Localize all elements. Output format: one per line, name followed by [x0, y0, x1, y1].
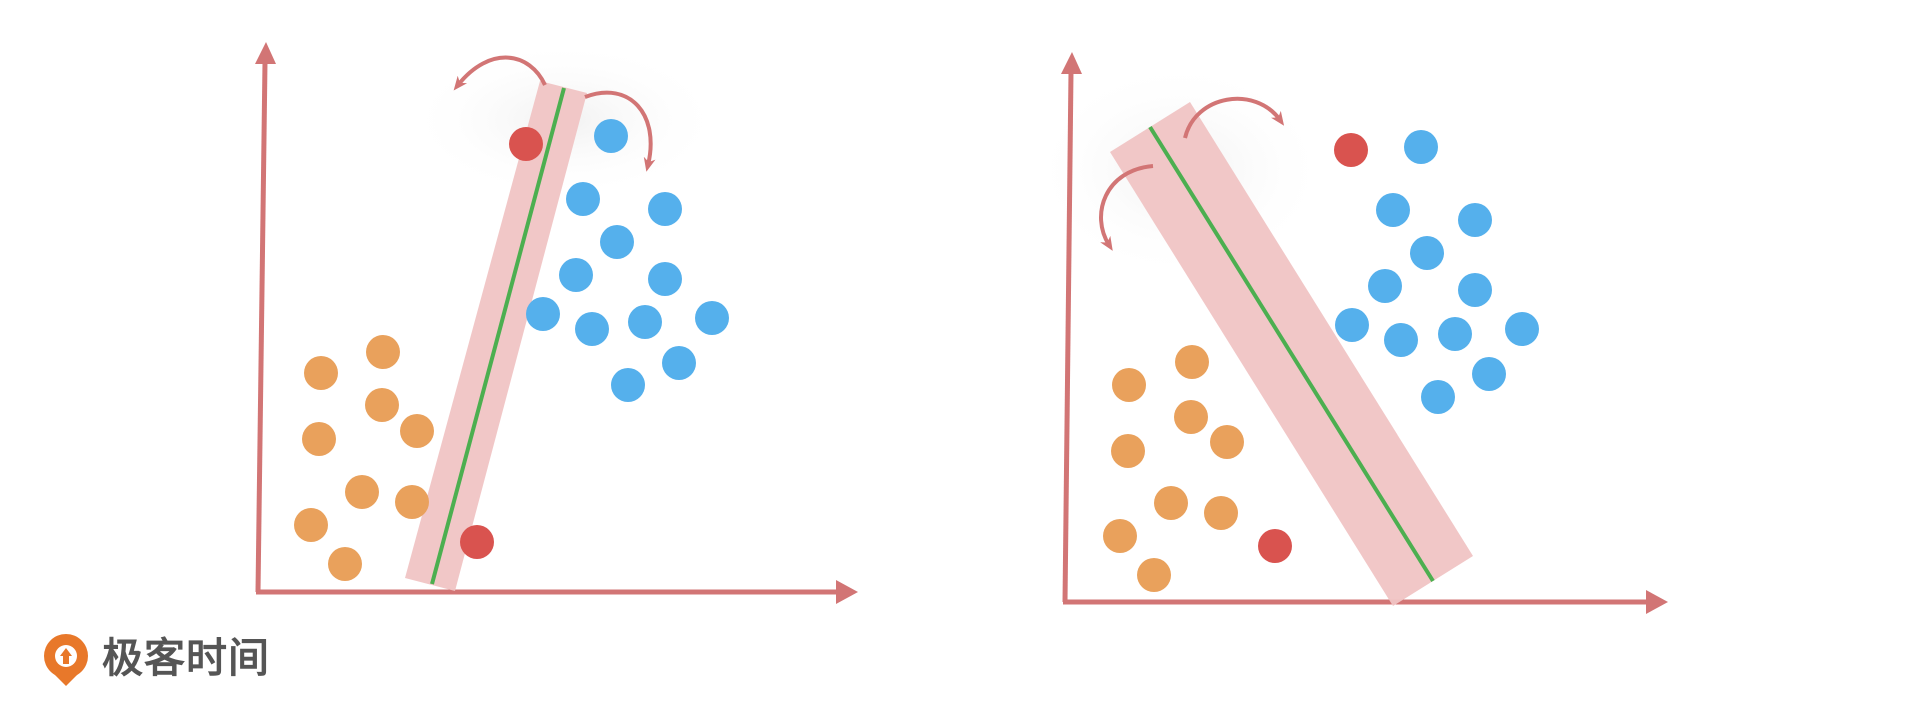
orange-class-points — [294, 335, 434, 581]
orange-point — [1112, 368, 1146, 402]
blue-point — [662, 346, 696, 380]
orange-point — [345, 475, 379, 509]
red-point — [1258, 529, 1292, 563]
blue-point — [1368, 269, 1402, 303]
red-point — [509, 127, 543, 161]
blue-point — [1421, 380, 1455, 414]
blue-point — [566, 182, 600, 216]
red-point — [1334, 133, 1368, 167]
orange-point — [1210, 425, 1244, 459]
blue-point — [575, 312, 609, 346]
rotate-cw-arrow — [1183, 96, 1285, 139]
orange-point — [1111, 434, 1145, 468]
blue-point — [1458, 203, 1492, 237]
blue-point — [526, 297, 560, 331]
blue-point — [1376, 193, 1410, 227]
red-points — [460, 127, 543, 559]
red-points — [1258, 133, 1368, 563]
rotate-ccw-arrow — [1099, 164, 1154, 251]
blue-point — [1404, 130, 1438, 164]
orange-point — [328, 547, 362, 581]
blue-point — [648, 192, 682, 226]
blue-point — [1384, 323, 1418, 357]
logo-text: 极客时间 — [102, 634, 270, 682]
blue-point — [1335, 308, 1369, 342]
rotate-ccw-arrow — [453, 55, 547, 91]
orange-point — [1175, 345, 1209, 379]
orange-point — [304, 356, 338, 390]
orange-point — [294, 508, 328, 542]
y-axis-arrowhead — [255, 42, 276, 64]
orange-class-points — [1103, 345, 1244, 592]
orange-point — [1204, 496, 1238, 530]
blue-point — [594, 119, 628, 153]
decision-boundary — [1148, 125, 1435, 583]
orange-point — [366, 335, 400, 369]
left-panel — [255, 40, 858, 604]
blue-point — [1438, 317, 1472, 351]
orange-point — [302, 422, 336, 456]
blue-class-points — [1335, 130, 1539, 414]
blue-class-points — [526, 119, 729, 402]
y-axis — [1062, 71, 1074, 603]
orange-point — [365, 388, 399, 422]
blue-point — [628, 305, 662, 339]
y-axis — [255, 61, 268, 593]
rotate-cw-arrow — [584, 90, 656, 172]
y-axis-arrowhead — [1061, 52, 1082, 74]
x-axis-arrowhead — [1646, 590, 1668, 614]
orange-point — [400, 414, 434, 448]
orange-point — [395, 485, 429, 519]
x-axis-arrowhead — [836, 580, 858, 604]
red-point — [460, 525, 494, 559]
blue-point — [1505, 312, 1539, 346]
right-panel — [1030, 52, 1668, 614]
orange-point — [1154, 486, 1188, 520]
decision-boundary — [430, 87, 566, 585]
blue-point — [559, 258, 593, 292]
orange-point — [1103, 519, 1137, 553]
geektime-logo-icon — [44, 634, 88, 686]
blue-point — [695, 301, 729, 335]
blue-point — [1472, 357, 1506, 391]
blue-point — [600, 225, 634, 259]
blue-point — [1458, 273, 1492, 307]
blue-point — [648, 262, 682, 296]
blue-point — [611, 368, 645, 402]
orange-point — [1174, 400, 1208, 434]
orange-point — [1137, 558, 1171, 592]
blue-point — [1410, 236, 1444, 270]
geektime-logo: 极客时间 — [40, 630, 300, 690]
